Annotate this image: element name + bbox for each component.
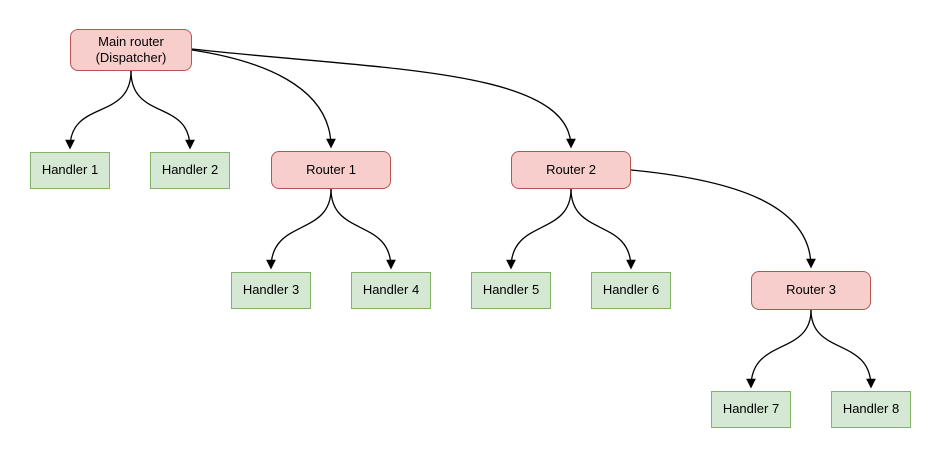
node-handler-8: Handler 8 xyxy=(831,391,911,428)
node-main-router: Main router (Dispatcher) xyxy=(70,29,192,71)
edge-router-2-to-router-3 xyxy=(630,169,816,269)
edge-main-to-handler-1 xyxy=(65,70,132,150)
edge-router-3-to-handler-7 xyxy=(746,309,812,389)
edge-router-3-to-handler-8 xyxy=(810,309,876,389)
edge-router-2-to-handler-6 xyxy=(570,188,636,270)
edge-main-to-handler-2 xyxy=(130,70,195,150)
node-handler-4: Handler 4 xyxy=(351,272,431,309)
edge-router-1-to-handler-3 xyxy=(266,188,332,270)
node-router-3: Router 3 xyxy=(751,271,871,310)
node-router-1: Router 1 xyxy=(271,151,391,189)
edge-router-2-to-handler-5 xyxy=(506,188,572,270)
node-handler-6: Handler 6 xyxy=(591,272,671,309)
node-handler-7: Handler 7 xyxy=(711,391,791,428)
edge-router-1-to-handler-4 xyxy=(330,188,396,270)
node-handler-5: Handler 5 xyxy=(471,272,551,309)
node-handler-3: Handler 3 xyxy=(231,272,311,309)
node-router-2: Router 2 xyxy=(511,151,631,189)
edge-main-to-router-1 xyxy=(191,49,336,149)
node-handler-1: Handler 1 xyxy=(30,152,110,189)
edge-main-to-router-2 xyxy=(191,48,576,149)
node-handler-2: Handler 2 xyxy=(150,152,230,189)
